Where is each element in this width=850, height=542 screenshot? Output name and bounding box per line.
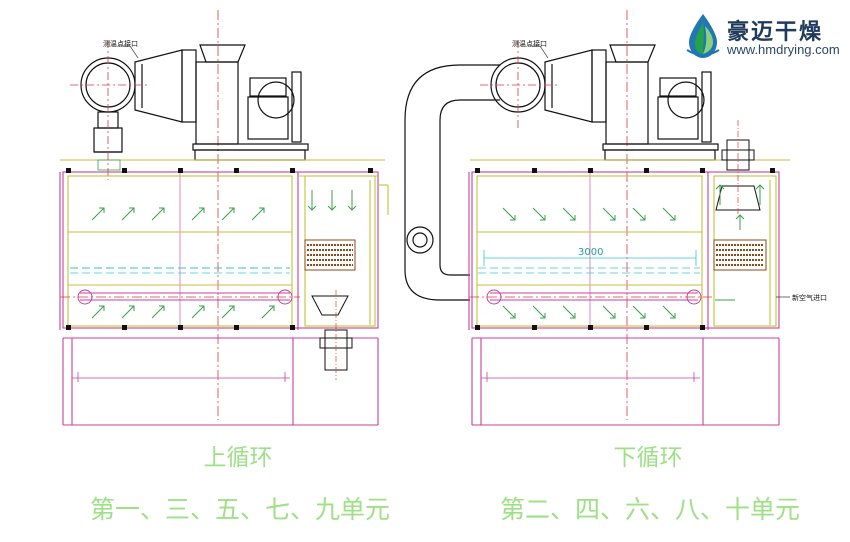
width-dimension-label: 3000 xyxy=(578,247,603,258)
fan-housing xyxy=(490,44,719,161)
lower-circulation-drawing: 3000 xyxy=(404,10,827,426)
heater-coils xyxy=(304,239,356,271)
lower-circulation-units: 第二、四、六、八、十单元 xyxy=(500,495,801,524)
temp-sensor-callout-lower: 测温点接口 xyxy=(512,39,547,48)
housing-frame xyxy=(59,171,379,426)
brand-name: 豪迈干燥 xyxy=(727,19,824,45)
upper-circulation-drawing: 测温点接口 xyxy=(59,10,389,426)
water-drop-leaf-icon xyxy=(686,14,720,58)
fresh-air-inlet-callout: 新空气进口 xyxy=(792,293,827,302)
brand-logo: 豪迈干燥 www.hmdrying.com xyxy=(683,12,843,62)
lower-circulation-title: 下循环 xyxy=(613,445,683,471)
airflow-arrows xyxy=(502,184,765,319)
fan-housing xyxy=(80,44,309,161)
return-air-duct xyxy=(404,64,500,301)
upper-circulation-title: 上循环 xyxy=(203,445,273,471)
upper-circulation-units: 第一、三、五、七、九单元 xyxy=(90,495,391,524)
brand-website: www.hmdrying.com xyxy=(727,42,840,57)
air-inlet-funnel xyxy=(311,290,353,380)
housing-frame xyxy=(468,171,780,426)
exhaust-damper xyxy=(715,120,761,215)
width-dimension xyxy=(478,250,700,274)
temp-sensor-callout-upper: 测温点接口 xyxy=(103,39,138,48)
heater-coils xyxy=(713,239,767,271)
airflow-arrows xyxy=(91,190,357,319)
